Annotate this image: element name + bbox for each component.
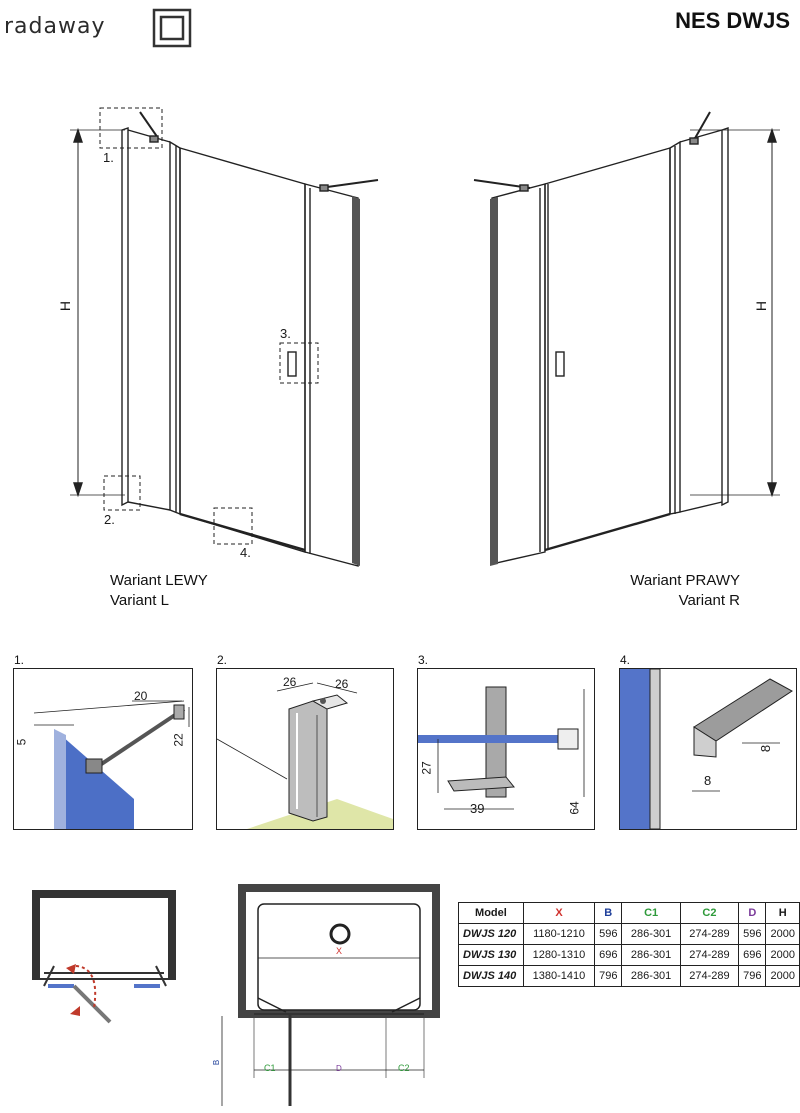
detail-3-number: 3. <box>418 653 429 667</box>
detail-1-number: 1. <box>14 653 25 667</box>
cell-x: 1380-1410 <box>522 965 596 987</box>
logo-square-icon <box>152 8 192 48</box>
cell-x: 1180-1210 <box>522 923 596 945</box>
detail-1-drawing <box>33 700 190 829</box>
detail-3-dim-64: 64 <box>567 801 582 815</box>
cell-h: 2000 <box>765 944 800 966</box>
cell-c2: 274-289 <box>679 965 740 987</box>
detail-4-panel: 8 8 <box>619 668 797 830</box>
cell-d: 696 <box>738 944 767 966</box>
table-row: DWJS 120 1180-1210 596 286-301 274-289 5… <box>458 923 800 945</box>
swing-plan-diagram <box>32 890 176 1024</box>
table-header-row: Model X B C1 C2 D H <box>458 902 800 924</box>
cell-b: 696 <box>594 944 623 966</box>
cell-x: 1280-1310 <box>522 944 596 966</box>
detail-2-dim-26b: 26 <box>335 677 349 691</box>
height-label-left: H <box>57 300 74 312</box>
shower-door-drawings <box>70 107 780 567</box>
variant-right-drawing <box>473 111 780 566</box>
cell-b: 596 <box>594 923 623 945</box>
detail-2-dim-26a: 26 <box>283 675 297 689</box>
cell-model: DWJS 120 <box>458 923 524 945</box>
header-model: Model <box>458 902 524 924</box>
cell-c2: 274-289 <box>679 944 740 966</box>
model-title: NES DWJS <box>675 8 790 33</box>
cell-d: 796 <box>738 965 767 987</box>
plan-label-c2: C2 <box>398 1063 410 1073</box>
plan-label-x: X <box>336 946 343 956</box>
height-label-right: H <box>753 300 770 312</box>
dimensions-table: Model X B C1 C2 D H DWJS 120 1180-1210 5… <box>458 902 800 987</box>
variant-right-line1: Wariant PRAWY <box>630 572 740 589</box>
detail-1-dim-5: 5 <box>14 738 29 746</box>
cell-d: 596 <box>738 923 767 945</box>
detail-2-drawing <box>217 682 393 829</box>
callout-1: 1. <box>103 150 114 165</box>
detail-3-drawing <box>418 686 585 810</box>
header-b: B <box>594 902 623 924</box>
variant-left-drawing <box>70 107 379 567</box>
detail-3-dim-27: 27 <box>419 761 434 775</box>
table-row: DWJS 130 1280-1310 696 286-301 274-289 6… <box>458 944 800 966</box>
header-c1: C1 <box>621 902 681 924</box>
cell-h: 2000 <box>765 965 800 987</box>
cell-c2: 274-289 <box>679 923 740 945</box>
variant-right-label: Wariant PRAWY Variant R <box>630 572 740 609</box>
brand-name: radaway <box>4 14 106 39</box>
plan-label-b: B <box>212 1059 222 1066</box>
header-x: X <box>522 902 596 924</box>
callout-3: 3. <box>280 326 291 341</box>
cell-h: 2000 <box>765 923 800 945</box>
detail-1-dim-20: 20 <box>134 689 148 703</box>
header-h: H <box>765 902 800 924</box>
variant-left-line1: Wariant LEWY <box>110 572 208 589</box>
detail-2-panel: 26 26 <box>216 668 394 830</box>
detail-4-dim-8-vertical: 8 <box>758 744 774 753</box>
variant-left-label: Wariant LEWY Variant L <box>110 572 208 609</box>
variant-right-line2: Variant R <box>678 592 740 609</box>
detail-4-number: 4. <box>620 653 631 667</box>
detail-1-dim-22: 22 <box>171 733 186 747</box>
variant-left-line2: Variant L <box>110 592 169 609</box>
detail-4-dim-8-horizontal: 8 <box>704 773 712 788</box>
cell-c1: 286-301 <box>621 965 681 987</box>
header-c2: C2 <box>679 902 740 924</box>
cell-model: DWJS 140 <box>458 965 524 987</box>
detail-4-drawing <box>620 669 793 829</box>
header-d: D <box>738 902 767 924</box>
callout-4: 4. <box>240 545 251 560</box>
detail-3-panel: 27 39 64 <box>417 668 595 830</box>
cell-c1: 286-301 <box>621 923 681 945</box>
callout-2: 2. <box>104 512 115 527</box>
cell-b: 796 <box>594 965 623 987</box>
detail-2-number: 2. <box>217 653 228 667</box>
plan-label-c1: C1 <box>264 1063 276 1073</box>
cell-model: DWJS 130 <box>458 944 524 966</box>
detail-1-panel: 20 5 22 <box>13 668 193 830</box>
brand-logo: radaway <box>4 6 194 48</box>
detail-3-dim-39: 39 <box>470 801 485 816</box>
table-row: DWJS 140 1380-1410 796 286-301 274-289 7… <box>458 965 800 987</box>
cell-c1: 286-301 <box>621 944 681 966</box>
dimension-plan-diagram <box>221 884 440 1106</box>
plan-label-d: D <box>336 1064 342 1073</box>
